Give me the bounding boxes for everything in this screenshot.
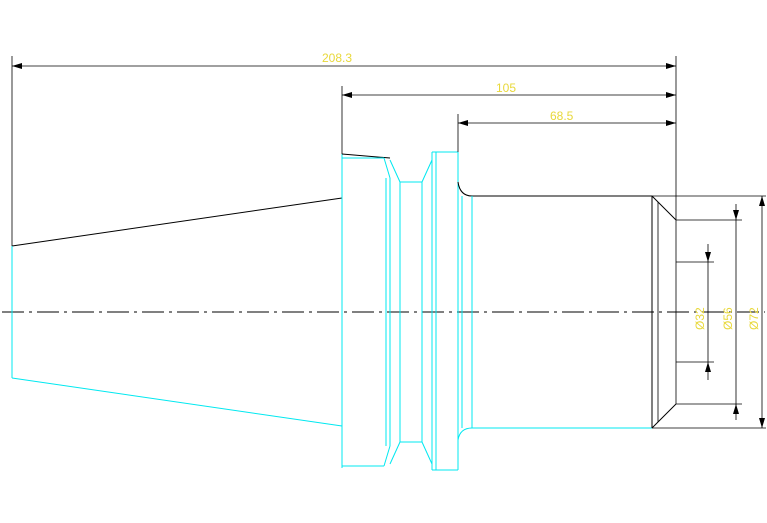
dimension-overall-length: 208.3 — [11, 51, 677, 246]
taper-bottom-edge — [11, 377, 343, 427]
taper-top-edge — [11, 197, 343, 247]
dimension-bore-diameter: Ø32 — [693, 244, 711, 380]
dimension-label-counterbore-diameter: Ø56 — [721, 307, 735, 330]
dimension-label-flange-to-end: 105 — [496, 81, 516, 95]
dimension-label-outer-diameter: Ø72 — [747, 307, 761, 330]
flange — [341, 151, 473, 471]
dimension-shank-length: 68.5 — [457, 109, 676, 152]
dimension-counterbore-diameter: Ø56 — [721, 204, 739, 420]
shank-body — [471, 195, 653, 429]
dimension-outer-diameter: Ø72 — [747, 196, 765, 428]
dimension-flange-to-end: 105 — [341, 81, 676, 154]
dimension-label-bore-diameter: Ø32 — [693, 307, 707, 330]
bore-end — [651, 195, 766, 429]
dimension-label-shank-length: 68.5 — [550, 109, 574, 123]
dimension-label-overall-length: 208.3 — [322, 51, 352, 65]
